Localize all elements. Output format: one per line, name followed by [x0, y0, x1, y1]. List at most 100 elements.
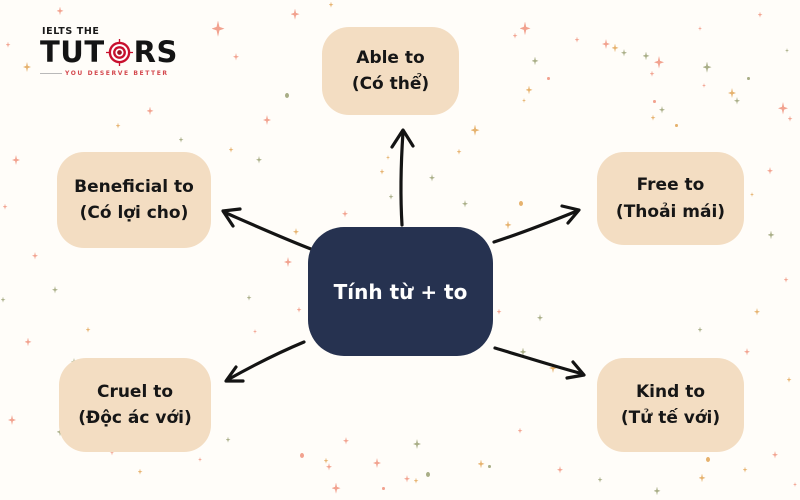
sparkle-decoration — [343, 437, 349, 445]
sparkle-decoration — [246, 294, 252, 301]
sparkle-decoration — [477, 459, 485, 469]
sparkle-decoration — [767, 167, 773, 175]
sparkle-decoration — [328, 1, 334, 8]
sparkle-decoration — [652, 99, 656, 104]
sparkle-decoration — [519, 21, 531, 36]
node-label-en: Beneficial to — [74, 176, 194, 197]
logo-tagline: YOU DESERVE BETTER — [40, 70, 170, 77]
sparkle-decoration — [728, 88, 736, 98]
sparkle-decoration — [525, 85, 533, 95]
sparkle-decoration — [757, 11, 763, 18]
sparkle-decoration — [285, 93, 289, 98]
sparkle-decoration — [429, 174, 435, 182]
sparkle-decoration — [331, 482, 341, 494]
sparkle-decoration — [426, 472, 430, 477]
sparkle-decoration — [642, 51, 650, 61]
sparkle-decoration — [24, 337, 32, 347]
arrow-to-free-to — [492, 204, 581, 244]
node-beneficial-to: Beneficial to (Có lợi cho) — [57, 152, 211, 248]
sparkle-decoration — [597, 476, 603, 483]
sparkle-decoration — [470, 124, 480, 136]
node-label-vi: (Thoải mái) — [615, 201, 726, 222]
sparkle-decoration — [0, 296, 6, 303]
sparkle-decoration — [746, 76, 750, 81]
sparkle-decoration — [649, 70, 655, 77]
sparkle-decoration — [296, 306, 302, 313]
logo-wordmark: TUT RS — [40, 35, 177, 69]
sparkle-decoration — [293, 228, 299, 236]
sparkle-decoration — [496, 308, 502, 315]
node-kind-to: Kind to (Tử tế với) — [597, 358, 744, 452]
sparkle-decoration — [706, 457, 710, 462]
sparkle-decoration — [778, 102, 788, 115]
sparkle-decoration — [602, 39, 610, 49]
node-label-vi: (Tử tế với) — [620, 408, 721, 428]
sparkle-decoration — [531, 56, 539, 66]
sparkle-decoration — [52, 286, 58, 294]
sparkle-decoration — [611, 43, 619, 53]
center-topic-label: Tính từ + to — [333, 279, 468, 304]
node-label-vi: (Có lợi cho) — [79, 203, 189, 223]
sparkle-decoration — [198, 457, 202, 462]
sparkle-decoration — [702, 61, 712, 73]
sparkle-decoration — [263, 115, 271, 125]
sparkle-decoration — [379, 168, 385, 175]
sparkle-decoration — [519, 347, 527, 357]
sparkle-decoration — [786, 376, 792, 383]
sparkle-decoration — [519, 201, 523, 206]
center-topic-box: Tính từ + to — [308, 227, 493, 356]
sparkle-decoration — [2, 203, 8, 210]
sparkle-decoration — [504, 220, 512, 230]
sparkle-decoration — [326, 463, 332, 471]
sparkle-decoration — [512, 32, 518, 39]
tagline-dash — [40, 73, 62, 74]
sparkle-decoration — [388, 193, 394, 200]
sparkle-decoration — [253, 329, 257, 334]
tagline-text: YOU DESERVE BETTER — [65, 70, 169, 77]
sparkle-decoration — [456, 148, 462, 155]
sparkle-decoration — [178, 136, 184, 143]
node-cruel-to: Cruel to (Độc ác với) — [59, 358, 211, 452]
bullseye-target-icon — [105, 39, 133, 66]
sparkle-decoration — [574, 36, 580, 43]
arrow-to-beneficial-to — [221, 207, 321, 254]
sparkle-decoration — [698, 473, 706, 483]
sparkle-decoration — [698, 26, 702, 31]
sparkle-decoration — [56, 6, 64, 16]
sparkle-decoration — [5, 41, 11, 48]
logo-wordmark-left: TUT — [40, 35, 105, 69]
sparkle-decoration — [413, 439, 421, 449]
sparkle-decoration — [290, 8, 300, 20]
sparkle-decoration — [462, 200, 468, 208]
arrow-to-kind-to — [493, 346, 586, 380]
sparkle-decoration — [767, 230, 775, 240]
sparkle-decoration — [137, 468, 143, 475]
sparkle-decoration — [772, 451, 778, 459]
sparkle-decoration — [787, 115, 793, 122]
sparkle-decoration — [659, 106, 665, 114]
sparkle-decoration — [233, 53, 239, 61]
sparkle-decoration — [702, 83, 706, 88]
sparkle-decoration — [697, 326, 703, 333]
sparkle-decoration — [522, 98, 526, 103]
sparkle-decoration — [785, 48, 789, 53]
sparkle-decoration — [115, 122, 121, 129]
sparkle-decoration — [734, 97, 740, 105]
sparkle-decoration — [653, 486, 661, 496]
sparkle-decoration — [386, 155, 390, 160]
sparkle-decoration — [621, 49, 627, 57]
ielts-the-tutors-logo: IELTS THE TUT RS YOU DESERVE BETTER — [40, 26, 177, 77]
sparkle-decoration — [750, 192, 754, 197]
node-free-to: Free to (Thoải mái) — [597, 152, 744, 245]
sparkle-decoration — [654, 56, 664, 69]
sparkle-decoration — [225, 436, 231, 443]
node-label-en: Cruel to — [96, 381, 174, 402]
sparkle-decoration — [557, 466, 563, 474]
logo-wordmark-right: RS — [133, 35, 178, 69]
sparkle-decoration — [742, 466, 748, 473]
sparkle-decoration — [487, 464, 491, 469]
sparkle-decoration — [323, 457, 329, 464]
sparkle-decoration — [381, 486, 385, 491]
